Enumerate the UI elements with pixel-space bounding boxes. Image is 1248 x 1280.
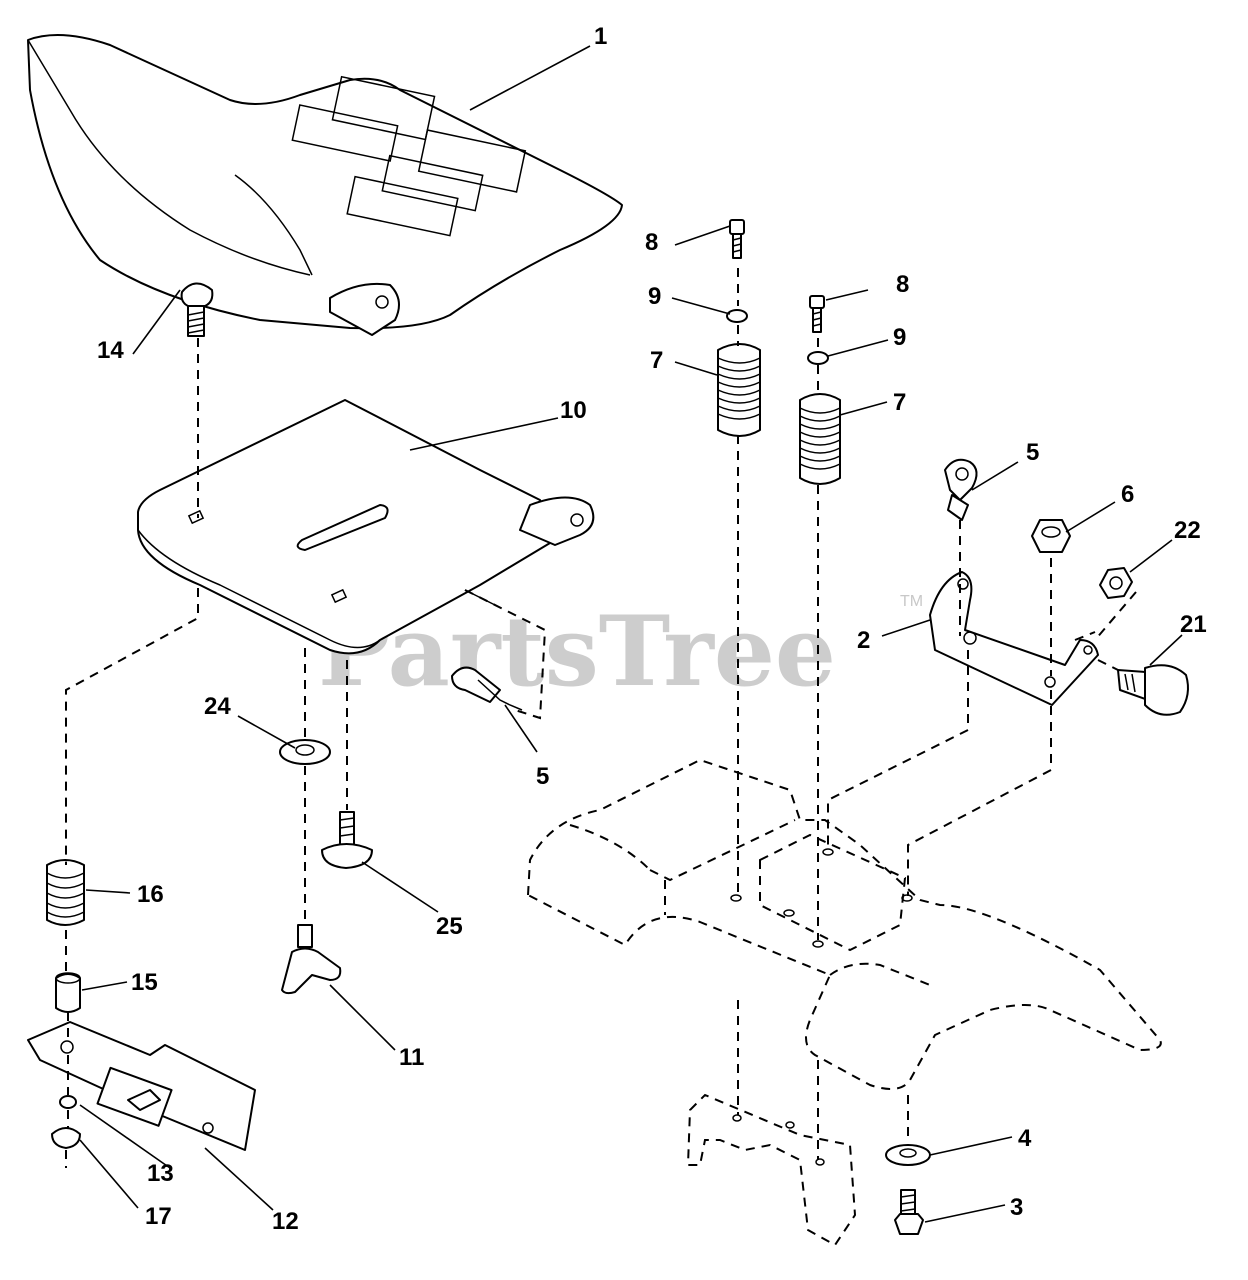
assembly-lines (65, 268, 1137, 1168)
callout-8-left[interactable]: 8 (645, 229, 658, 256)
callout-3[interactable]: 3 (1010, 1194, 1023, 1221)
seat-pan-part[interactable] (137, 282, 595, 655)
bracket-part[interactable] (929, 571, 1099, 706)
watermark-trademark: TM (900, 593, 923, 610)
callout-24[interactable]: 24 (204, 693, 231, 720)
spring-left-part[interactable] (717, 343, 761, 437)
callout-8-right[interactable]: 8 (896, 271, 909, 298)
bolt-25-part[interactable] (321, 811, 373, 869)
callout-6[interactable]: 6 (1121, 481, 1134, 508)
washer-bottom-part[interactable] (885, 1144, 931, 1166)
spring-right-part[interactable] (799, 393, 841, 485)
callout-11[interactable]: 11 (399, 1044, 424, 1071)
callout-10[interactable]: 10 (560, 397, 587, 424)
screw-right-part[interactable] (809, 295, 825, 333)
callout-9-left[interactable]: 9 (648, 283, 661, 310)
frame-part (527, 758, 1162, 1247)
callout-14[interactable]: 14 (97, 337, 124, 364)
spring-slide-part[interactable] (46, 859, 85, 926)
seat-part[interactable] (27, 34, 623, 330)
leader-lines (79, 45, 1183, 1223)
nut-slide-part[interactable] (51, 1127, 81, 1149)
callout-13[interactable]: 13 (147, 1160, 174, 1187)
bolt-bottom-part[interactable] (894, 1189, 924, 1235)
clip-right-part[interactable] (944, 458, 978, 521)
callout-17[interactable]: 17 (145, 1203, 172, 1230)
callout-25[interactable]: 25 (436, 913, 463, 940)
washer-top-right-part[interactable] (807, 351, 829, 365)
callout-15[interactable]: 15 (131, 969, 158, 996)
callout-9-right[interactable]: 9 (893, 324, 906, 351)
carriage-bolt-part[interactable] (180, 282, 214, 337)
callout-5-left[interactable]: 5 (536, 763, 549, 790)
nut-22-part[interactable] (1099, 567, 1133, 599)
callout-22[interactable]: 22 (1174, 517, 1201, 544)
slide-plate-part[interactable] (27, 1021, 256, 1151)
callout-7-left[interactable]: 7 (650, 347, 663, 374)
callout-4[interactable]: 4 (1018, 1125, 1032, 1152)
screw-left-part[interactable] (729, 219, 745, 259)
callout-1[interactable]: 1 (594, 23, 607, 50)
shoulder-bolt-part[interactable] (1117, 664, 1189, 716)
nut-6-part[interactable] (1031, 519, 1071, 553)
callout-5-right[interactable]: 5 (1026, 439, 1039, 466)
callouts: 1 10 14 8 8 9 9 7 7 5 6 22 21 2 5 24 25 … (97, 23, 1207, 1235)
washer-slide-part[interactable] (59, 1095, 77, 1109)
clip-left-part[interactable] (451, 666, 523, 711)
callout-7-right[interactable]: 7 (893, 389, 906, 416)
callout-12[interactable]: 12 (272, 1208, 299, 1235)
washer-top-left-part[interactable] (726, 309, 748, 323)
spacer-part[interactable] (55, 972, 81, 1013)
callout-2[interactable]: 2 (857, 627, 870, 654)
callout-16[interactable]: 16 (137, 881, 164, 908)
callout-21[interactable]: 21 (1180, 611, 1207, 638)
knob-part[interactable] (281, 924, 342, 995)
